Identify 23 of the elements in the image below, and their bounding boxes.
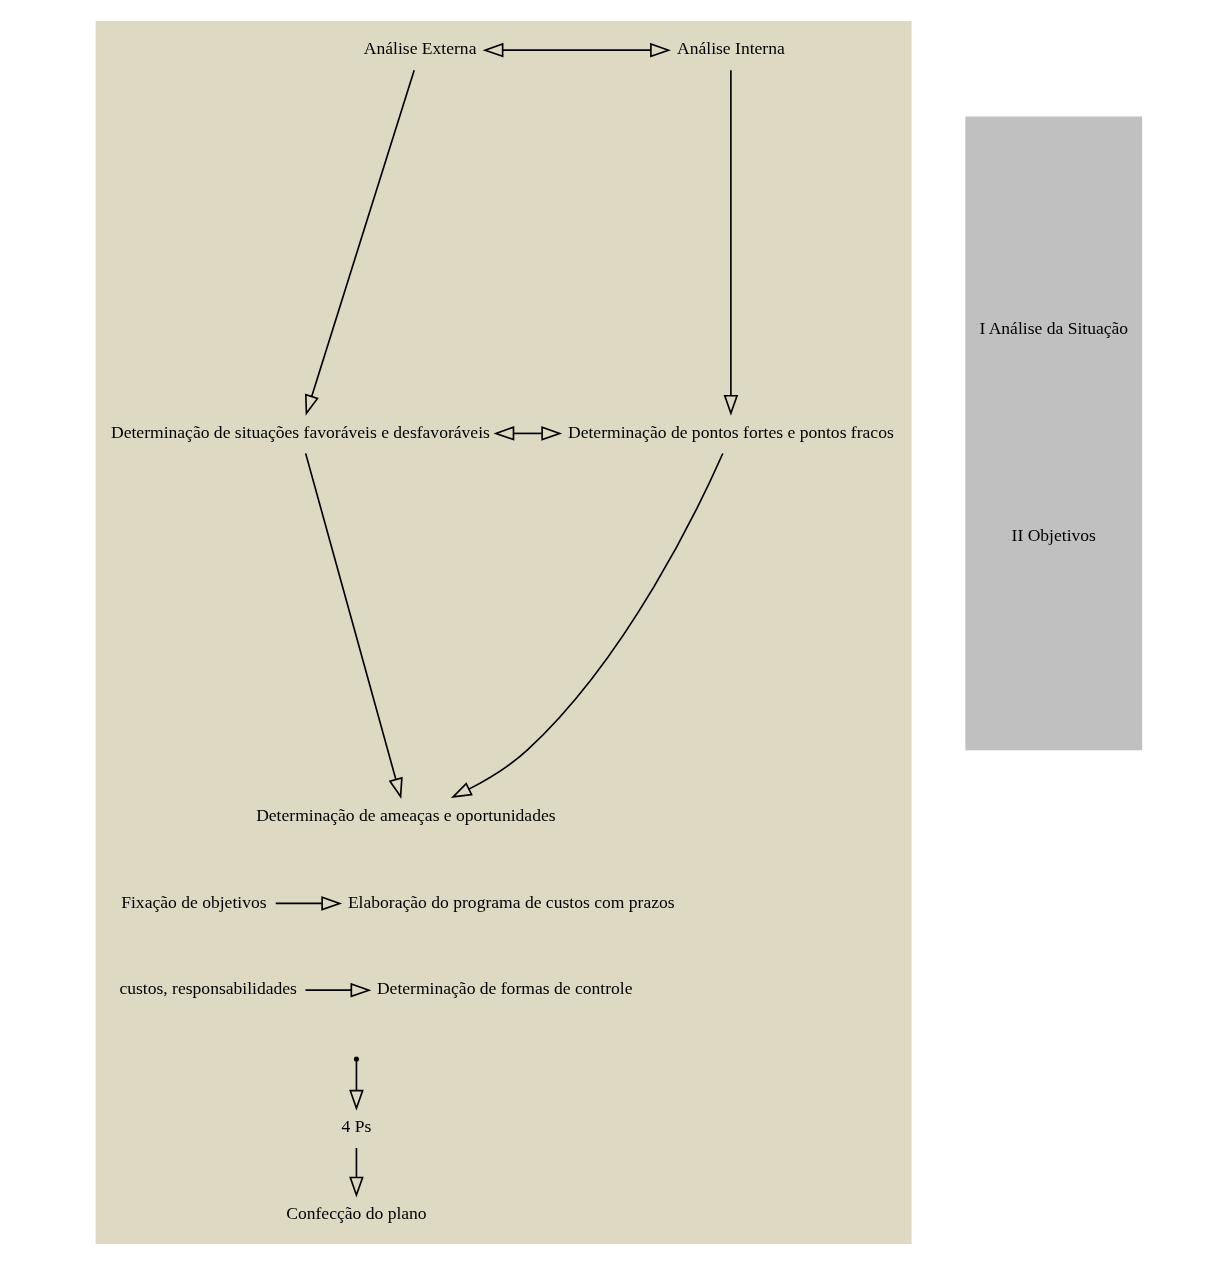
node-text: Elaboração do programa de custos com prazos bbox=[347, 891, 675, 912]
arrow bbox=[482, 42, 671, 58]
node-text: Determinação de ameaças e oportunidades bbox=[256, 804, 556, 825]
node-box: I Análise da Situação II Objetivos bbox=[965, 116, 1143, 751]
node-text: Fixação de objetivos bbox=[121, 891, 267, 912]
arrow bbox=[493, 426, 563, 441]
node-text: Determinação de formas de controle bbox=[376, 978, 633, 999]
arrow bbox=[274, 896, 343, 911]
arrow bbox=[723, 69, 739, 416]
node-text: Confecção do plano bbox=[286, 1203, 427, 1224]
node-text: custos, responsabilidades bbox=[119, 978, 297, 999]
arrow bbox=[304, 982, 372, 998]
node-text: 4 Ps bbox=[341, 1116, 372, 1137]
arrow bbox=[304, 452, 403, 799]
node-text: Análise Interna bbox=[677, 38, 785, 59]
node-text: Determinação de situações favoráveis e desfavoráveis bbox=[110, 421, 490, 442]
arrow bbox=[349, 1060, 364, 1111]
arrow bbox=[349, 1147, 364, 1198]
cluster bbox=[95, 21, 912, 1244]
arrow bbox=[450, 452, 724, 798]
node-text: Análise Externa bbox=[363, 38, 477, 59]
arrow bbox=[304, 69, 415, 416]
node-text: Determinação de pontos fortes e pontos fracos bbox=[568, 421, 894, 442]
